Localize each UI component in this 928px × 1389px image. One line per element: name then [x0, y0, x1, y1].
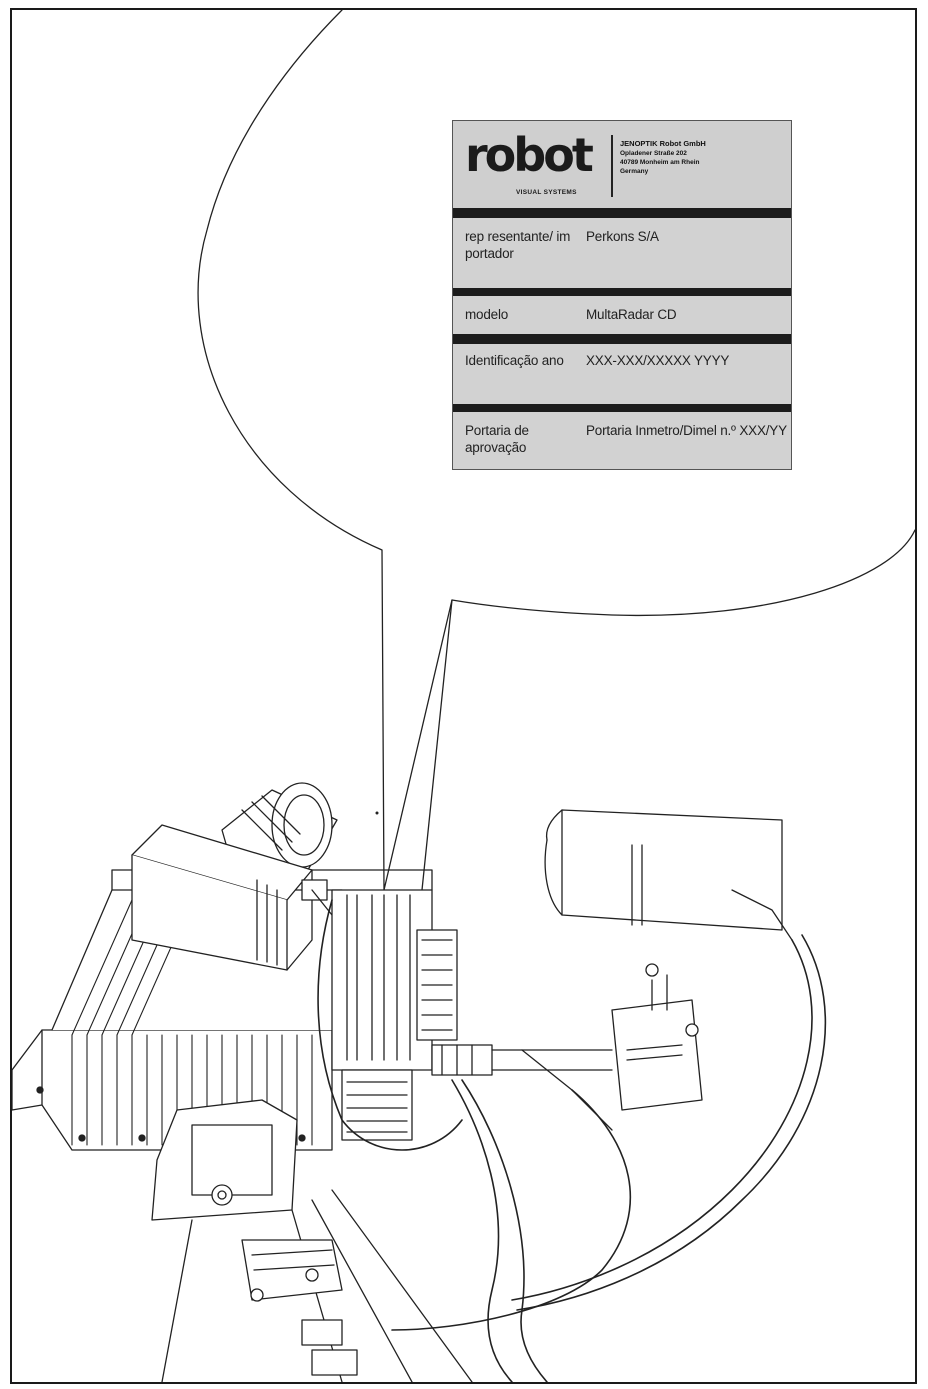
callout-bubble	[197, 10, 915, 891]
row-value: MultaRadar CD	[586, 307, 677, 322]
logo-divider	[611, 135, 613, 197]
plate-row-model: modelo MultaRadar CD	[453, 296, 791, 336]
radar-device-drawing	[12, 10, 915, 1382]
manufacturer-address-line: Germany	[620, 168, 649, 175]
row-value: XXX-XXX/XXXXX YYYY	[586, 353, 730, 368]
row-label: Identificação ano	[465, 353, 564, 368]
connector-bar	[431, 1044, 613, 1131]
plate-divider	[453, 404, 791, 412]
logo-subtitle: VISUAL SYSTEMS	[516, 189, 577, 196]
tripod-mount	[151, 1099, 473, 1382]
stray-dot	[375, 811, 379, 815]
plate-row-identification: Identificação ano XXX-XXX/XXXXX YYYY	[453, 344, 791, 406]
plate-header: robot VISUAL SYSTEMS JENOPTIK Robot GmbH…	[453, 121, 791, 208]
row-label: modelo	[465, 307, 509, 322]
manufacturer-address-line: 40789 Monheim am Rhein	[620, 159, 700, 166]
illustration-frame: robot VISUAL SYSTEMS JENOPTIK Robot GmbH…	[10, 8, 917, 1384]
manufacturer-address-line: Opladener Straße 202	[620, 150, 687, 157]
plate-row-approval: Portaria de aprovação Portaria Inmetro/D…	[453, 412, 791, 470]
plate-divider	[453, 288, 791, 296]
callout-pointer-right	[421, 599, 453, 891]
cables	[317, 899, 827, 1382]
manufacturer-name: JENOPTIK Robot GmbH	[620, 139, 706, 148]
camera-top-box	[131, 824, 343, 971]
plate-divider	[453, 334, 791, 344]
robot-logo-icon: robot	[465, 128, 594, 182]
manufacturer-block: JENOPTIK Robot GmbH Opladener Straße 202…	[620, 138, 706, 176]
flash-unit	[544, 809, 793, 1111]
row-label: rep resentante/ im portador	[465, 229, 571, 261]
row-label: Portaria de aprovação	[465, 423, 529, 455]
plate-row-importer: rep resentante/ im portador Perkons S/A	[453, 218, 791, 288]
identification-plate: robot VISUAL SYSTEMS JENOPTIK Robot GmbH…	[452, 120, 792, 470]
row-value: Portaria Inmetro/Dimel n.º XXX/YY	[586, 423, 787, 438]
plate-divider	[453, 208, 791, 218]
radar-body	[331, 889, 458, 1141]
row-value: Perkons S/A	[586, 229, 659, 244]
